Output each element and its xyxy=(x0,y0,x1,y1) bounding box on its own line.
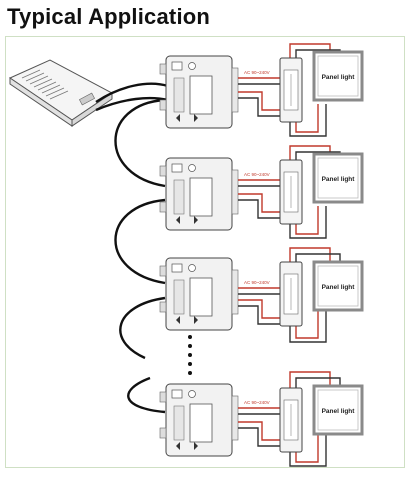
ac-input-label: AC 90~240V xyxy=(244,70,270,75)
panel-light-icon xyxy=(312,384,364,436)
dmx-decoder-icon xyxy=(159,383,239,457)
unit-1: AC 90~240V Panel light xyxy=(159,43,364,137)
panel-light-label: Panel light xyxy=(322,176,356,183)
panel-light-icon xyxy=(312,50,364,102)
led-driver-icon xyxy=(279,57,303,123)
panel-light-icon xyxy=(312,152,364,204)
panel-light-label: Panel light xyxy=(322,74,356,81)
unit-4: AC 90~240V Panel light xyxy=(159,371,364,467)
led-driver-icon xyxy=(279,159,303,225)
dmx-decoder-icon xyxy=(159,257,239,331)
dmx-decoder-icon xyxy=(159,55,239,129)
page-title: Typical Application xyxy=(7,4,211,29)
panel-light-label: Panel light xyxy=(322,284,356,291)
panel-light-label: Panel light xyxy=(322,408,356,415)
dmx-console-icon xyxy=(8,59,113,127)
led-driver-icon xyxy=(279,261,303,327)
unit-2: AC 90~240V Panel light xyxy=(159,145,364,239)
ac-input-label: AC 90~240V xyxy=(244,400,270,405)
panel-light-icon xyxy=(312,260,364,312)
continuation-dots xyxy=(188,335,192,375)
dmx-chain-cables xyxy=(95,82,169,414)
ac-input-label: AC 90~240V xyxy=(244,280,270,285)
dmx-decoder-icon xyxy=(159,157,239,231)
led-driver-icon xyxy=(279,387,303,453)
unit-3: AC 90~240V Panel light xyxy=(159,247,364,343)
ac-input-label: AC 90~240V xyxy=(244,172,270,177)
